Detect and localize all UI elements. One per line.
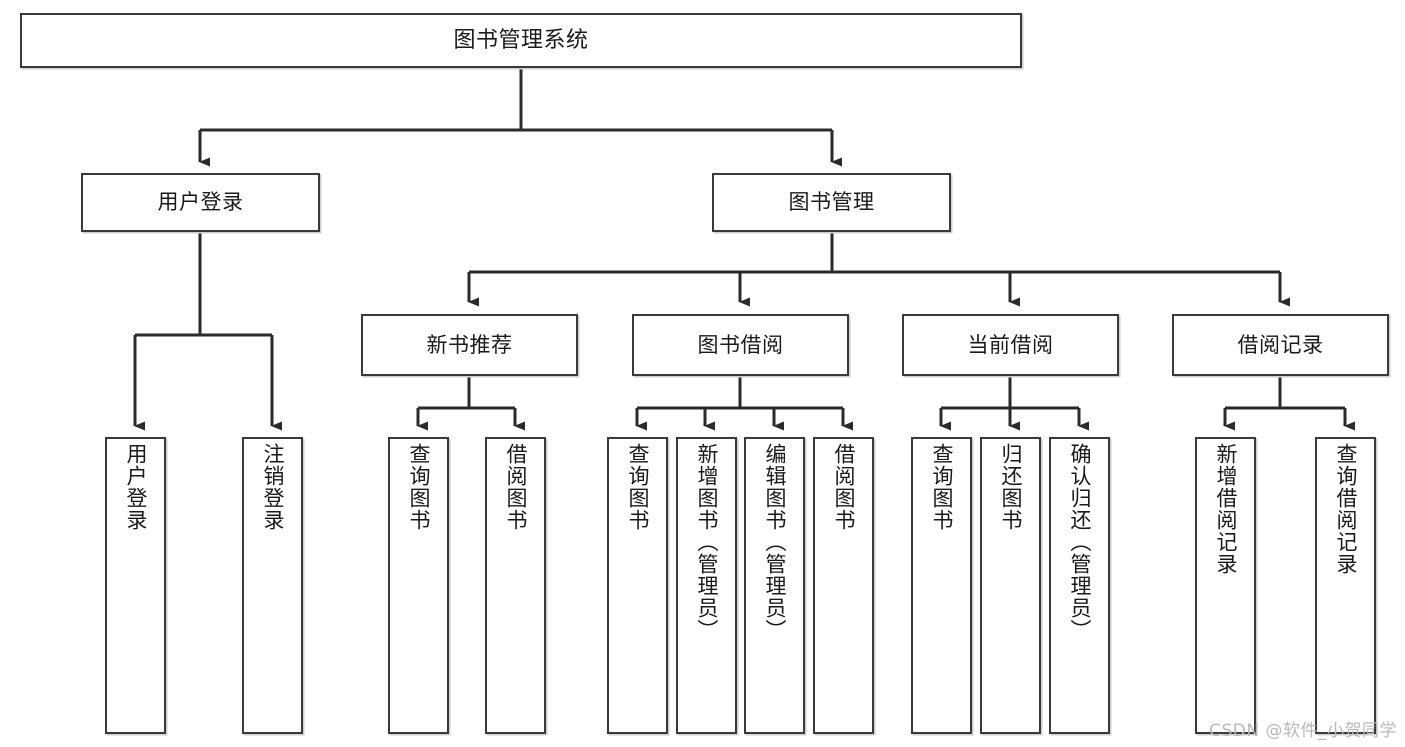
node-root-system[interactable]: 图书管理系统 [20, 13, 1022, 68]
leaf-borrow-book[interactable]: 借阅图书 [813, 437, 874, 734]
node-label: 新增图书（管理员） [695, 443, 719, 641]
node-label: 借阅记录 [1237, 332, 1324, 357]
node-book-borrow[interactable]: 图书借阅 [632, 314, 849, 376]
leaf-add-borrow-record[interactable]: 新增借阅记录 [1195, 437, 1256, 734]
node-label: 借阅图书 [832, 443, 856, 531]
node-label: 新增借阅记录 [1214, 443, 1238, 575]
leaf-query-book-borrow[interactable]: 查询图书 [607, 437, 668, 734]
leaf-user-login[interactable]: 用户登录 [105, 437, 166, 734]
leaf-query-book-current[interactable]: 查询图书 [911, 437, 972, 734]
node-new-book-recommend[interactable]: 新书推荐 [361, 314, 578, 376]
leaf-query-book-recommend[interactable]: 查询图书 [388, 437, 449, 734]
node-current-borrow[interactable]: 当前借阅 [902, 314, 1119, 376]
node-label: 当前借阅 [967, 332, 1054, 357]
node-label: 图书管理系统 [453, 27, 589, 53]
node-label: 图书管理 [788, 190, 875, 215]
node-label: 查询图书 [407, 443, 431, 531]
node-label: 用户登录 [124, 443, 148, 531]
node-label: 注销登录 [261, 443, 285, 531]
node-label: 新书推荐 [426, 332, 513, 357]
node-book-manage[interactable]: 图书管理 [712, 173, 951, 232]
leaf-confirm-return[interactable]: 确认归还（管理员） [1049, 437, 1110, 734]
node-label: 查询图书 [930, 443, 954, 531]
node-label: 确认归还（管理员） [1068, 443, 1092, 641]
leaf-borrow-book-recommend[interactable]: 借阅图书 [485, 437, 546, 734]
node-borrow-record[interactable]: 借阅记录 [1172, 314, 1389, 376]
node-label: 图书借阅 [697, 332, 784, 357]
node-label: 用户登录 [157, 190, 244, 215]
node-label: 查询图书 [626, 443, 650, 531]
node-label: 编辑图书（管理员） [763, 443, 787, 641]
node-label: 查询借阅记录 [1334, 443, 1358, 575]
leaf-return-book[interactable]: 归还图书 [980, 437, 1041, 734]
node-user-login[interactable]: 用户登录 [81, 173, 320, 232]
node-label: 归还图书 [999, 443, 1023, 531]
node-label: 借阅图书 [504, 443, 528, 531]
leaf-edit-book[interactable]: 编辑图书（管理员） [744, 437, 805, 734]
csdn-watermark: CSDN @软件_小贺同学 [1209, 721, 1397, 741]
leaf-add-book[interactable]: 新增图书（管理员） [676, 437, 737, 734]
leaf-logout-login[interactable]: 注销登录 [242, 437, 303, 734]
leaf-query-borrow-record[interactable]: 查询借阅记录 [1315, 437, 1376, 734]
